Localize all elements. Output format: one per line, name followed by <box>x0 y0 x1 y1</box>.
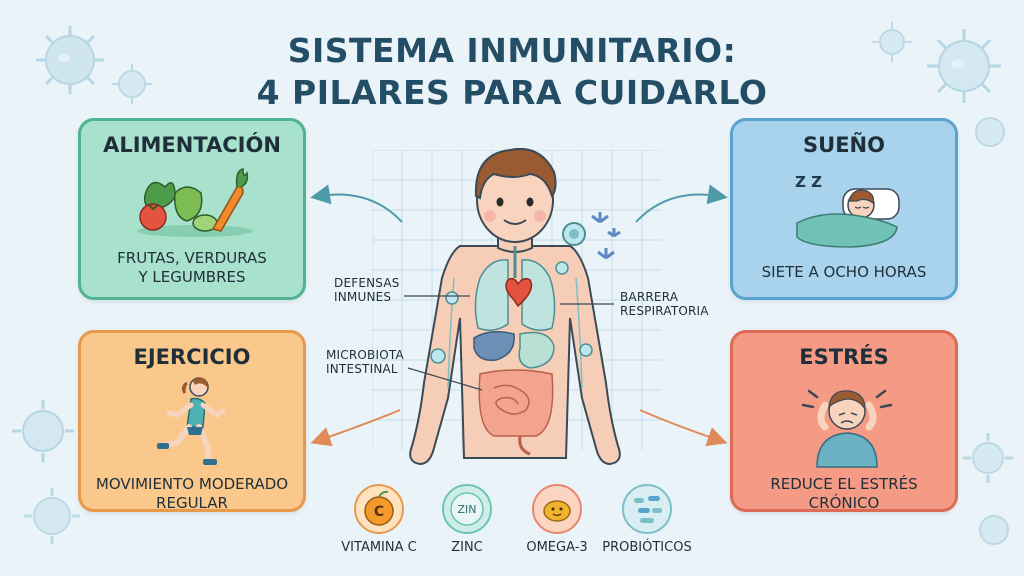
germ-icon <box>872 22 912 62</box>
vitamin-c-badge-text: C <box>374 504 384 520</box>
stressed-person-icon <box>801 389 893 468</box>
zinc-icon: ZIN <box>442 484 492 534</box>
pillar-card-alimentacion: ALIMENTACIÓN FRUTAS, VERDURAS Y LEGUMBRE… <box>78 118 306 300</box>
pillar-text-ejercicio: MOVIMIENTO MODERADO REGULAR <box>95 475 289 512</box>
label-defensas-inmunes: DEFENSAS INMUNES <box>334 276 400 304</box>
pillar-card-estres: ESTRÉS REDUCE EL ESTRÉS CRÓNICO <box>730 330 958 512</box>
germ-icon <box>927 29 1001 103</box>
pillar-title-sueno: SUEÑO <box>803 133 885 157</box>
arrow-to-food <box>310 184 403 223</box>
label-microbiota-intestinal: MICROBIOTA INTESTINAL <box>326 348 404 376</box>
pillar-text-estres: REDUCE EL ESTRÉS CRÓNICO <box>770 475 918 512</box>
arrow-to-exercise <box>310 409 401 447</box>
pillar-title-estres: ESTRÉS <box>799 345 889 369</box>
pillar-text-alimentacion: FRUTAS, VERDURAS Y LEGUMBRES <box>117 249 267 286</box>
zinc-badge-text: ZIN <box>457 503 476 516</box>
orange-icon: C <box>354 484 404 534</box>
germ-icon <box>12 400 74 462</box>
sleep-zz-text: Z Z <box>795 173 822 191</box>
pillar-title-alimentacion: ALIMENTACIÓN <box>103 133 281 157</box>
probiotics-icon <box>622 484 672 534</box>
antibody-icon <box>562 212 621 260</box>
title-line-2: 4 PILARES PARA CUIDARLO <box>256 73 768 112</box>
arrow-to-sleep <box>635 184 728 223</box>
runner-icon <box>157 377 226 465</box>
title-line-1: SISTEMA INMUNITARIO: <box>287 31 737 70</box>
vegetables-icon <box>137 168 253 237</box>
pillar-title-ejercicio: EJERCICIO <box>133 345 251 369</box>
omega-capsule-icon <box>532 484 582 534</box>
page-title: SISTEMA INMUNITARIO: 4 PILARES PARA CUID… <box>0 30 1024 114</box>
pillar-card-sueno: SUEÑO Z Z SIETE A OCHO HORAS <box>730 118 958 300</box>
nutrient-label-omega-3: OMEGA-3 <box>526 540 588 555</box>
germ-icon <box>979 515 1009 545</box>
germ-icon <box>36 26 104 94</box>
nutrient-label-probioticos: PROBIÓTICOS <box>602 540 692 555</box>
pillar-text-sueno: SIETE A OCHO HORAS <box>761 263 927 281</box>
germ-icon <box>975 117 1005 147</box>
human-body-figure <box>409 148 621 466</box>
germ-icon <box>963 433 1013 483</box>
nutrient-label-zinc: ZINC <box>451 540 483 555</box>
nutrient-label-vitamina-c: VITAMINA C <box>341 540 417 555</box>
arrow-to-stress <box>639 409 728 447</box>
sleeping-person-icon <box>796 188 900 248</box>
germ-icon <box>112 64 152 104</box>
label-barrera-respiratoria: BARRERA RESPIRATORIA <box>620 290 709 318</box>
pillar-card-ejercicio: EJERCICIO MOVIMIENTO MODERADO REGULAR <box>78 330 306 512</box>
germ-icon <box>24 488 80 544</box>
